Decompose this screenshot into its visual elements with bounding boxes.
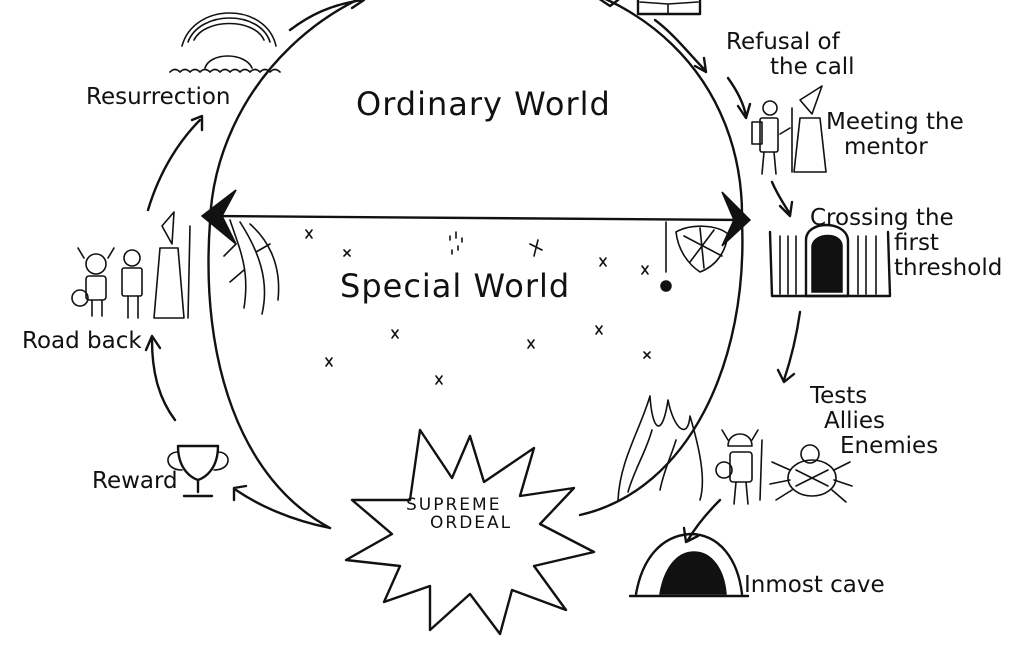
supreme-ordeal-label: SUPREME ORDEAL: [406, 495, 513, 534]
arrow-to-cave: [686, 498, 722, 542]
arrow-to-mentor: [726, 76, 748, 118]
door-icon: [768, 223, 892, 298]
adventurer-icon: [751, 100, 779, 175]
world-circle: [207, 0, 744, 530]
arrow-head-roadback: [144, 334, 162, 352]
web-icon: [660, 221, 729, 292]
arrow-from-book: [598, 0, 620, 8]
arrow-to-book: [288, 0, 364, 32]
arrow-to-crossing: [770, 180, 792, 216]
threshold-line: [206, 214, 746, 222]
viking-icon: [715, 429, 763, 505]
arrow-head-mentor: [736, 102, 752, 120]
bush-icon: [223, 219, 280, 315]
arrow-head-book: [350, 0, 366, 10]
party-icon: [71, 211, 191, 319]
arrowhead-left: [200, 189, 237, 245]
meeting-mentor-label: Meeting the mentor: [826, 109, 964, 160]
crossing-label: Crossing the first threshold: [810, 205, 1003, 281]
spider-icon: [769, 444, 853, 503]
wizard-icon: [779, 85, 827, 173]
trophy-icon: [167, 444, 229, 498]
reward-label: Reward: [92, 468, 178, 494]
arrow-to-resurrection: [146, 118, 202, 212]
arrow-head-crossing: [778, 200, 794, 218]
refusal-label: Refusal of the call: [726, 29, 855, 80]
special-world-label: Special World: [340, 267, 571, 305]
resurrection-label: Resurrection: [86, 84, 231, 110]
arrow-to-roadback: [150, 338, 177, 422]
arrow-to-refusal: [653, 18, 707, 72]
ordinary-world-label: Ordinary World: [356, 85, 611, 123]
sunrise-icon: [169, 12, 281, 73]
fire-icon: [617, 395, 704, 501]
arrow-head-refusal: [693, 56, 708, 74]
arrow-head-resurrection: [190, 114, 204, 132]
cave-icon: [628, 532, 750, 598]
tests-label: Tests Allies Enemies: [810, 383, 939, 459]
road-back-label: Road back: [22, 328, 142, 354]
arrow-to-tests: [782, 310, 802, 382]
arrow-to-reward: [234, 488, 332, 530]
arrow-head-tests: [776, 368, 796, 384]
starburst-icon: [344, 428, 596, 636]
arrowhead-right: [721, 191, 752, 247]
book-icon: [636, 0, 702, 16]
inmost-cave-label: Inmost cave: [744, 572, 885, 598]
star-icon: [305, 229, 651, 385]
arrow-head-cave: [682, 526, 700, 544]
arrow-head-reward: [232, 484, 248, 502]
